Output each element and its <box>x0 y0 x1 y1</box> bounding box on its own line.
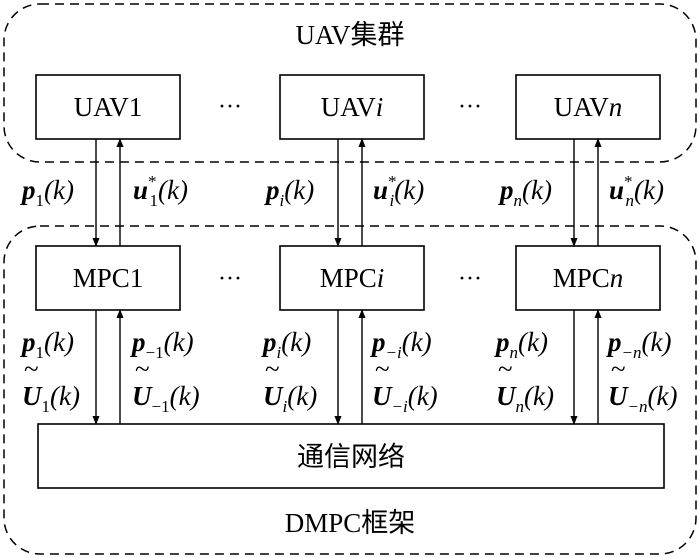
ellipsis-uav-1: ··· <box>218 94 242 120</box>
ellipsis-mpc-1: ··· <box>218 266 242 292</box>
ellipsis-uav-2: ··· <box>458 94 482 120</box>
mpc-i-box <box>279 245 425 311</box>
signal-U-1: U1(k) <box>22 381 80 416</box>
mpc-n-box <box>515 245 661 311</box>
mpc-1-box <box>35 245 181 311</box>
signal-p-minus-n: p−n(k) <box>606 327 671 362</box>
tilde-U-i: ~ <box>265 354 280 384</box>
uav-n-box <box>515 74 661 140</box>
uav-1-label: UAV1 <box>74 92 143 122</box>
uav-n-label: UAVn <box>554 92 623 122</box>
uav-cluster-region <box>3 3 697 163</box>
uav-i-box <box>279 74 425 140</box>
signal-p-1-upper: p1(k) <box>20 175 74 210</box>
ellipsis-mpc-2: ··· <box>458 266 482 292</box>
signal-u-star-1: u*1(k) <box>133 172 188 210</box>
signal-U-minus-n: U−n(k) <box>608 381 677 416</box>
signal-U-n: Un(k) <box>496 381 554 416</box>
uav-cluster-label: UAV集群 <box>295 20 404 50</box>
signal-p-n-upper: pn(k) <box>498 175 552 210</box>
signal-p-i-upper: pi(k) <box>264 175 314 210</box>
dmpc-framework-region <box>3 225 697 555</box>
signal-p-i-lower: pi(k) <box>261 327 311 362</box>
signal-U-minus-1: U−1(k) <box>132 381 200 416</box>
tilde-U-minus-n: ~ <box>611 354 626 384</box>
signal-p-minus-1: p−1(k) <box>130 327 194 362</box>
mpc-n-label: MPCn <box>553 263 624 293</box>
signal-U-minus-i: U−i(k) <box>372 381 438 416</box>
tilde-U-minus-i: ~ <box>375 354 390 384</box>
signal-p-1-lower: p1(k) <box>20 327 74 362</box>
mpc-1-label: MPC1 <box>73 263 144 293</box>
uav-1-box <box>35 74 181 140</box>
communication-network-label: 通信网络 <box>297 442 405 472</box>
communication-network-box <box>37 423 665 489</box>
mpc-i-label: MPCi <box>320 263 385 293</box>
signal-u-star-i: u*i(k) <box>373 172 424 210</box>
tilde-U-minus-1: ~ <box>135 354 150 384</box>
signal-p-minus-i: p−i(k) <box>370 327 432 362</box>
signal-U-i: Ui(k) <box>263 381 317 416</box>
uav-i-label: UAVi <box>321 92 384 122</box>
tilde-U-1: ~ <box>24 354 39 384</box>
dmpc-framework-label: DMPC框架 <box>285 508 416 538</box>
signal-p-n-lower: pn(k) <box>494 327 548 362</box>
tilde-U-n: ~ <box>498 354 513 384</box>
signal-u-star-n: u*n(k) <box>609 172 664 210</box>
